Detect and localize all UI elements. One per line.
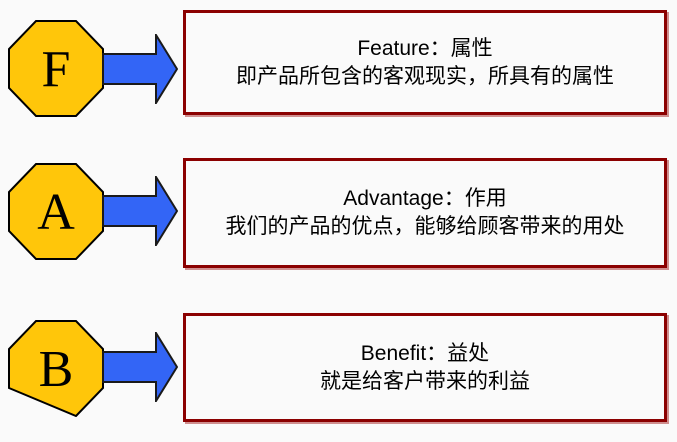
octagon-letter: F: [42, 41, 71, 98]
box-description: 我们的产品的优点，能够给顾客带来的用处: [225, 215, 625, 238]
text-box: Benefit：益处 就是给客户带来的利益: [183, 313, 667, 422]
octagon-badge: B: [8, 320, 104, 417]
octagon-letter: B: [39, 341, 74, 398]
octagon-shape: [8, 20, 104, 117]
octagon-shape: [8, 320, 104, 417]
octagon-letter: A: [37, 184, 75, 241]
arrow-shape: [102, 34, 178, 104]
arrow-right-icon: [102, 34, 178, 104]
box-description: 就是给客户带来的利益: [320, 369, 530, 393]
arrow-right-icon: [102, 332, 178, 402]
box-title: Benefit：益处: [360, 341, 490, 365]
octagon-badge: A: [8, 163, 104, 260]
octagon-shape: [8, 163, 104, 260]
arrow-shape: [102, 332, 178, 402]
box-title: Advantage：作用: [343, 187, 507, 210]
arrow-shape: [102, 176, 178, 246]
box-title: Feature：属性: [357, 36, 493, 60]
box-description: 即产品所包含的客观现实，所具有的属性: [236, 64, 614, 88]
arrow-right-icon: [102, 176, 178, 246]
text-box: Feature：属性 即产品所包含的客观现实，所具有的属性: [183, 10, 667, 115]
text-box: Advantage：作用 我们的产品的优点，能够给顾客带来的用处: [183, 158, 667, 268]
octagon-badge: F: [8, 20, 104, 117]
